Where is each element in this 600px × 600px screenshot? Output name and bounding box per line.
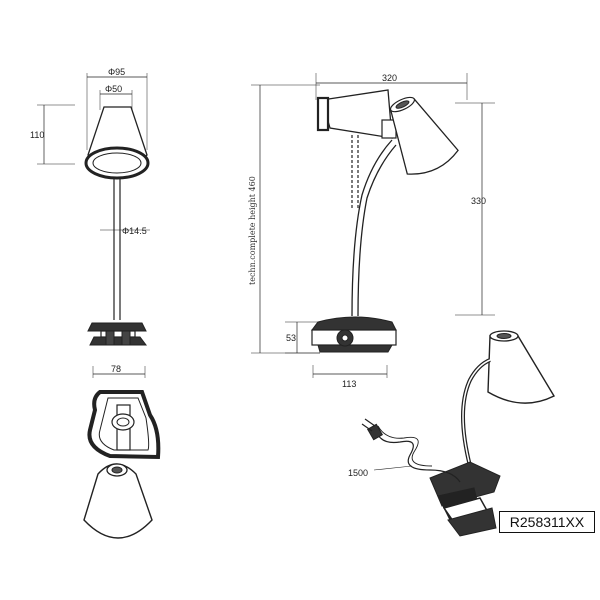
side-view (251, 73, 495, 378)
dim-shade-outer-diameter: Φ95 (108, 67, 125, 77)
dim-head-height: 330 (471, 196, 486, 206)
dim-arm-diameter: Φ14.5 (122, 226, 147, 236)
dim-cable-length: 1500 (348, 468, 368, 478)
dim-total-width: 320 (382, 73, 397, 83)
dim-shade-height: 110 (30, 130, 44, 140)
perspective-view (361, 330, 555, 537)
dim-shade-inner-diameter: Φ50 (105, 84, 122, 94)
dim-clip-width-front: 78 (111, 364, 121, 374)
product-code-label: R258311XX (499, 511, 595, 533)
dim-clip-width-side: 113 (342, 379, 356, 389)
dim-clip-height: 53 (286, 333, 296, 343)
dim-complete-height: techn.complete height 460 (248, 176, 257, 285)
top-view (83, 390, 161, 539)
front-view (37, 73, 150, 378)
